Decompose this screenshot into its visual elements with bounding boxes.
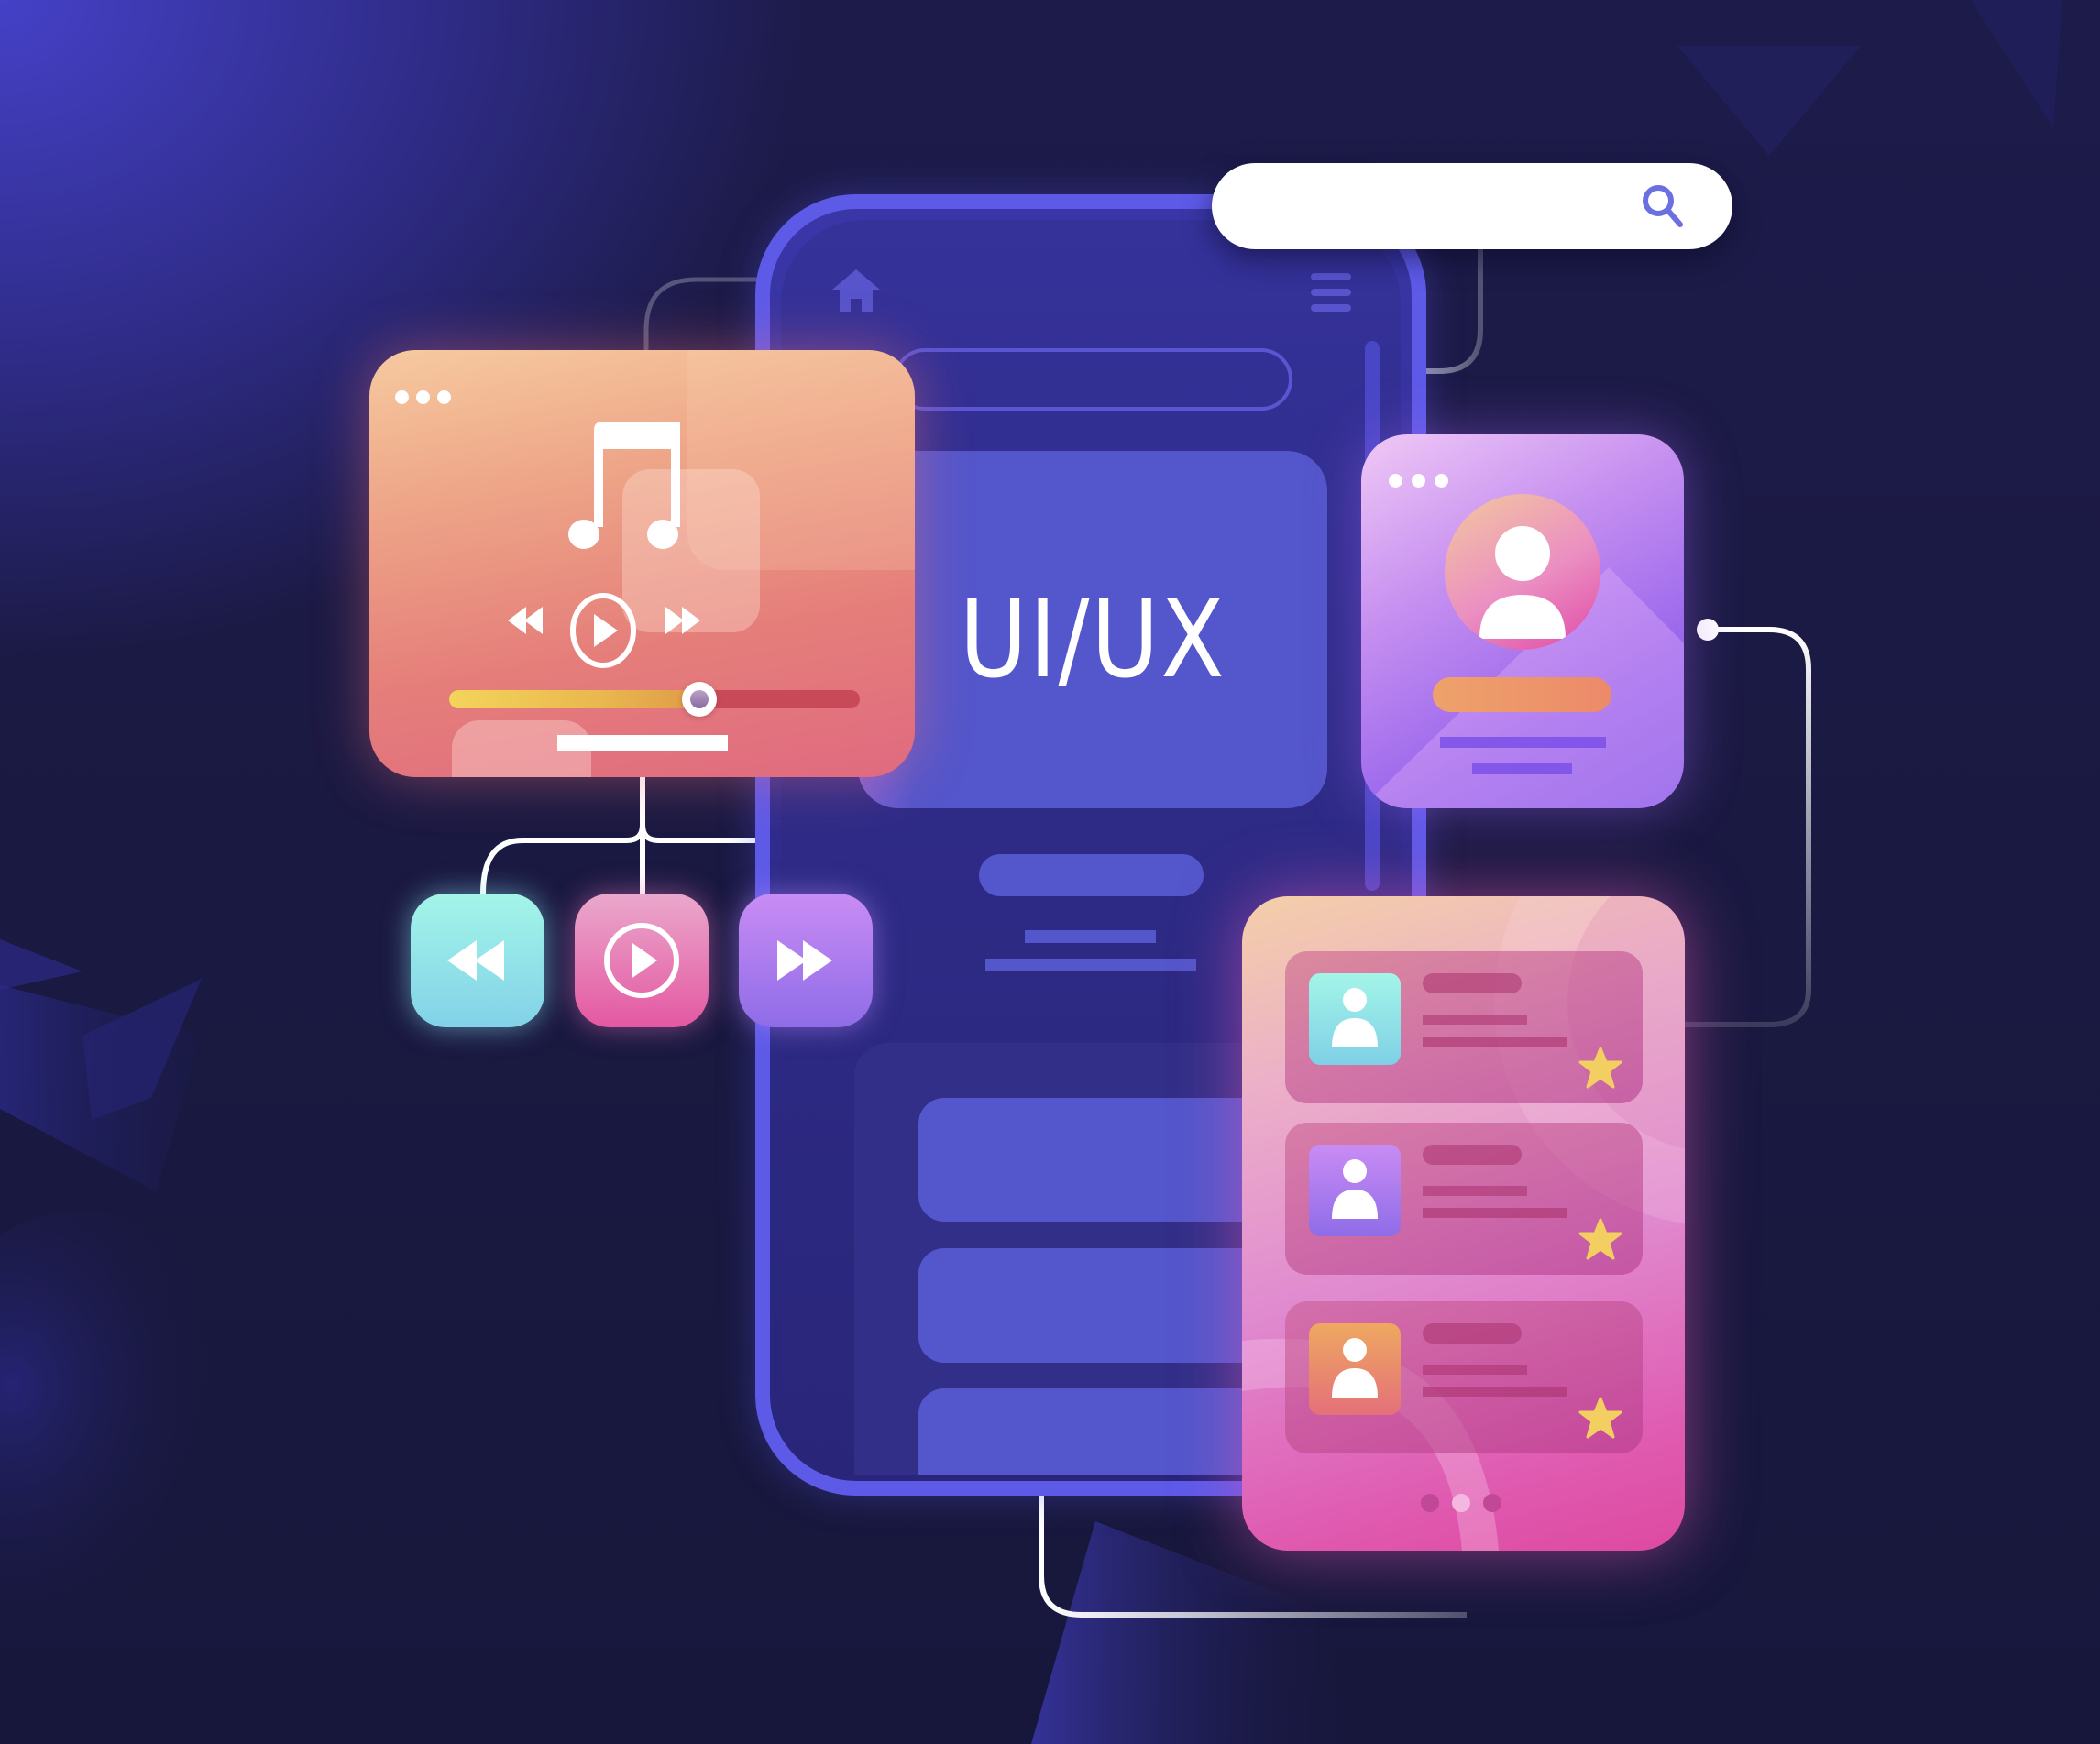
window-dots [1389,474,1448,488]
contact-text-placeholder [1423,1365,1527,1375]
search-icon[interactable] [1641,183,1685,229]
phone-heading-placeholder [979,854,1204,896]
contact-name-placeholder [1423,1145,1522,1165]
contact-name-placeholder [1423,973,1522,993]
contact-text-placeholder [1423,1037,1567,1047]
phone-text-placeholder-2 [985,959,1196,971]
play-button[interactable] [575,894,709,1027]
page-dot-2[interactable] [1452,1494,1470,1512]
page-dot-1[interactable] [1421,1494,1439,1512]
user-avatar-icon [1332,1338,1378,1398]
profile-card [1361,434,1684,808]
page-dot-3[interactable] [1483,1494,1501,1512]
contact-avatar [1309,1323,1401,1415]
fast-forward-icon [777,940,832,981]
profile-name-placeholder [1433,677,1611,712]
rewind-icon [447,940,504,981]
rewind-icon[interactable] [508,605,544,636]
hero-title: UI/UX [959,576,1226,702]
contact-text-placeholder [1423,1186,1527,1196]
progress-thumb[interactable] [682,682,718,717]
contact-avatar [1309,973,1401,1065]
phone-text-field[interactable] [894,348,1292,411]
rewind-button[interactable] [411,894,544,1027]
phone-list-slot-2[interactable] [918,1248,1303,1363]
music-note-icon [568,422,680,549]
contact-name-placeholder [1423,1323,1522,1344]
avatar[interactable] [1445,494,1600,650]
contacts-card [1242,896,1685,1551]
home-icon[interactable] [830,268,882,313]
contact-row-3[interactable] [1285,1301,1643,1453]
music-player-card [369,350,915,777]
user-avatar-icon [1332,1159,1378,1219]
search-input[interactable] [1258,183,1624,229]
phone-text-placeholder-1 [1025,930,1156,943]
hero-card: UI/UX [858,451,1327,808]
contact-avatar [1309,1145,1401,1236]
search-bar[interactable] [1212,163,1732,249]
user-avatar-icon [1332,988,1378,1047]
contact-text-placeholder [1423,1387,1567,1397]
window-dots [395,390,451,404]
contact-text-placeholder [1423,1208,1567,1218]
star-icon[interactable] [1578,1047,1622,1089]
star-icon[interactable] [1578,1397,1622,1439]
phone-list-slot-1[interactable] [918,1098,1303,1222]
contact-row-2[interactable] [1285,1123,1643,1275]
progress-slider[interactable] [449,682,860,717]
contact-row-1[interactable] [1285,951,1643,1103]
play-circle-icon [604,923,679,998]
progress-fill [449,690,700,708]
pagination-dots [1421,1494,1501,1512]
star-icon[interactable] [1578,1218,1622,1260]
decor-panel [622,469,760,632]
track-title-placeholder [557,735,728,751]
fast-forward-icon[interactable] [664,605,700,636]
contact-text-placeholder [1423,1015,1527,1025]
menu-icon[interactable] [1311,273,1351,312]
fast-forward-button[interactable] [739,894,873,1027]
decor-panel [687,350,915,570]
user-avatar-icon [1479,526,1566,639]
phone-list-slot-3[interactable] [918,1388,1303,1475]
profile-text-placeholder-2 [1472,763,1572,774]
play-circle-icon[interactable] [568,592,638,669]
profile-text-placeholder-1 [1440,737,1606,748]
